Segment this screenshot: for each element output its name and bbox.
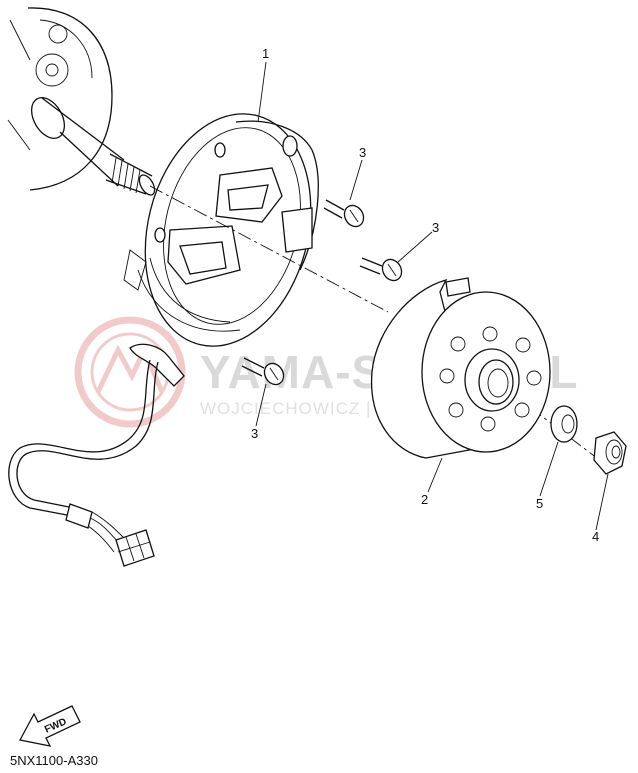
callout-3-screw-middle: 3 (432, 220, 439, 235)
fwd-arrow-icon: FWD (19, 705, 81, 747)
crankshaft (7, 7, 156, 196)
diagram-code: 5NX1100-A330 (10, 753, 98, 768)
screw-lower (241, 357, 285, 386)
washer (550, 405, 578, 443)
rotor-assembly (370, 277, 551, 459)
callout-4-nut: 4 (592, 529, 599, 544)
screw-upper (323, 199, 365, 228)
leader-lines (255, 61, 609, 531)
callout-3-screw-lower: 3 (251, 426, 258, 441)
callout-3-screw-upper: 3 (359, 145, 366, 160)
callout-5-washer: 5 (536, 496, 543, 511)
callout-1-stator: 1 (262, 46, 269, 61)
callout-2-rotor: 2 (421, 492, 428, 507)
screw-middle (359, 257, 403, 282)
nut (593, 431, 627, 475)
stator-assembly (8, 113, 319, 567)
